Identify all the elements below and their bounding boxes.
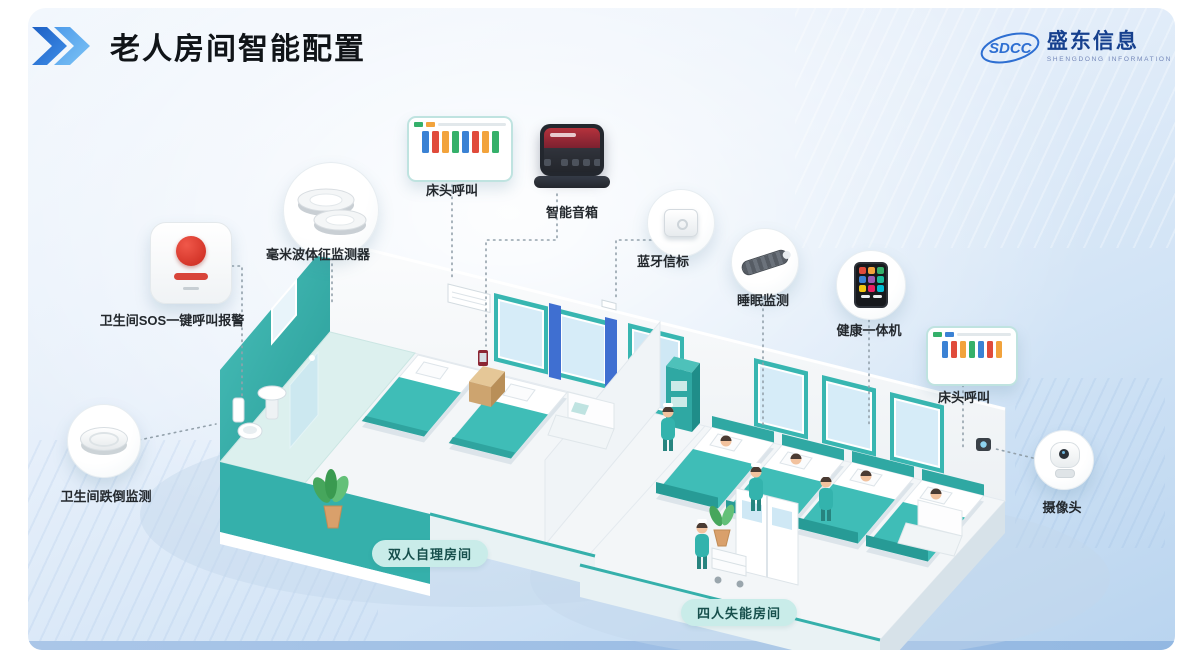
sos-gray-line — [183, 287, 199, 290]
logo-company-subtitle: SHENGDONG INFORMATION — [1046, 55, 1172, 63]
device-label-sos: 卫生间SOS一键呼叫报警 — [99, 313, 245, 328]
camera-icon — [1047, 442, 1081, 478]
double-chevron-icon — [32, 27, 90, 65]
toilet-tank — [232, 397, 245, 423]
smart-speaker-device — [534, 124, 610, 190]
wall-camera — [976, 438, 991, 451]
device-label-bedside-call-1: 床头呼叫 — [425, 183, 479, 198]
sos-red-bar — [174, 273, 208, 280]
sdcc-logo-mark: SDCC — [980, 32, 1040, 64]
device-label-beacon: 蓝牙信标 — [636, 254, 690, 269]
sos-button-device — [150, 222, 232, 304]
sofa — [897, 499, 963, 557]
nurse-figure — [819, 473, 833, 521]
company-logo: SDCC 盛东信息 SHENGDONG INFORMATION — [979, 24, 1172, 70]
device-label-fall-detector: 卫生间跌倒监测 — [60, 489, 152, 504]
sos-red-button — [176, 236, 206, 266]
nurse-figure — [661, 403, 675, 451]
slide-header: 老人房间智能配置 — [30, 24, 366, 68]
bluetooth-beacon-icon — [664, 209, 698, 237]
health-kiosk-icon — [854, 262, 888, 308]
bed — [448, 376, 568, 465]
nurse-with-cart — [695, 519, 747, 588]
bottom-accent-strip — [28, 641, 1175, 650]
bedside-call-panel-icon — [414, 122, 506, 127]
sink-basin — [257, 385, 287, 401]
room-label-four-bed-room: 四人失能房间 — [681, 599, 798, 626]
page-title: 老人房间智能配置 — [110, 33, 366, 66]
bluetooth-beacon-device — [647, 189, 715, 257]
curtain-left — [549, 303, 561, 380]
connector-lines — [138, 172, 1034, 459]
wall-vent — [447, 283, 491, 314]
curtain-right — [605, 317, 617, 394]
room-door — [735, 487, 799, 586]
svg-text:SDCC: SDCC — [989, 40, 1033, 57]
bedside-call-panel-1 — [407, 116, 513, 182]
fall-detector-device — [67, 404, 141, 478]
bathroom-fixtures — [232, 350, 319, 450]
fall-detector-dome-icon — [80, 427, 128, 455]
potted-plant — [709, 504, 735, 547]
device-label-mmwave: 毫米波体征监测器 — [265, 247, 371, 262]
connector-sos — [231, 265, 243, 399]
connector-beacon — [615, 239, 652, 299]
status-bars — [933, 340, 1011, 359]
logo-company-name: 盛东信息 — [1046, 30, 1139, 54]
room-door — [440, 392, 498, 482]
device-label-camera: 摄像头 — [1042, 500, 1082, 515]
sleep-monitor-strip-icon — [739, 247, 791, 277]
medical-cabinet — [666, 356, 700, 432]
nurse-figure — [749, 463, 763, 511]
bedside-call-panel-2 — [926, 326, 1018, 386]
smart-speaker-icon — [540, 124, 604, 176]
health-kiosk-device — [836, 250, 906, 320]
speaker-base — [534, 176, 610, 188]
camera-device — [1034, 430, 1094, 490]
status-bars — [414, 130, 506, 154]
connector-smart-speaker — [485, 193, 558, 347]
beacon-on-wall — [601, 299, 617, 311]
hospital-bed — [655, 416, 775, 515]
device-label-smart-speaker: 智能音箱 — [545, 205, 599, 220]
device-label-bedside-call-2: 床头呼叫 — [937, 390, 991, 405]
logo-text: 盛东信息 SHENGDONG INFORMATION — [1046, 30, 1172, 63]
device-label-health-kiosk: 健康一体机 — [836, 323, 902, 338]
shower-glass — [289, 350, 319, 450]
app-grid — [858, 267, 884, 292]
kiosk-buttons — [860, 295, 882, 298]
bathroom-wall — [220, 240, 330, 462]
bedside-call-panel-icon — [933, 332, 1011, 337]
device-label-sleep: 睡眠监测 — [736, 293, 790, 308]
speaker-screen — [544, 128, 600, 172]
mmwave-vital-sensor-icon — [297, 188, 367, 235]
sos-button-icon — [150, 222, 232, 304]
shower-head — [309, 355, 315, 361]
bathroom-mirror — [271, 278, 297, 346]
bed — [361, 354, 481, 443]
sleep-monitor-device — [731, 228, 799, 296]
connector-camera — [995, 448, 1034, 459]
nightstand — [469, 350, 505, 407]
potted-plant — [312, 469, 349, 529]
connector-fall — [138, 423, 217, 441]
sofa — [547, 391, 615, 450]
room-label-double-room: 双人自理房间 — [372, 540, 489, 567]
mmwave-device — [283, 162, 379, 258]
